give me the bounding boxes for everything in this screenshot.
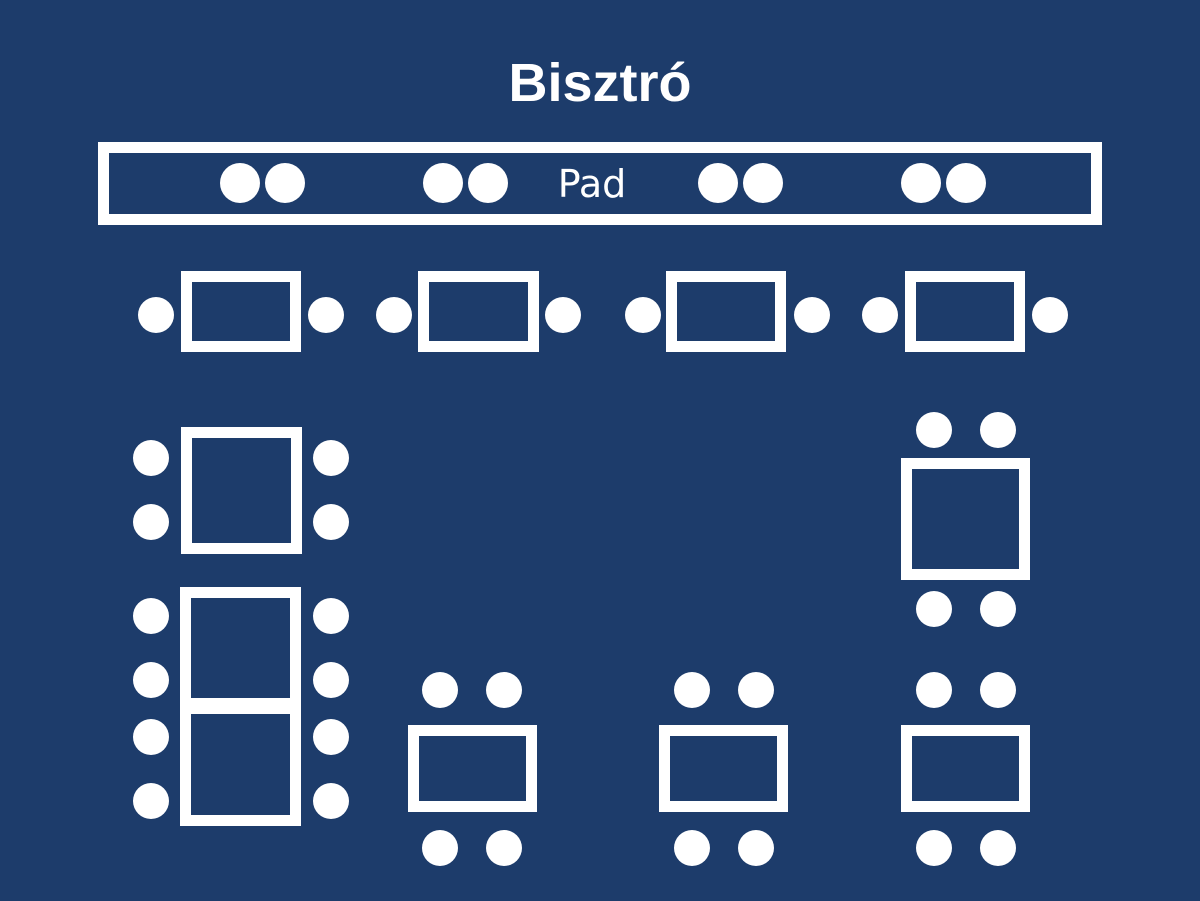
seat xyxy=(486,830,522,866)
table xyxy=(901,458,1030,580)
seat xyxy=(308,297,344,333)
table xyxy=(181,427,302,554)
seat xyxy=(313,598,349,634)
seat xyxy=(133,598,169,634)
seat xyxy=(133,662,169,698)
table xyxy=(659,725,788,812)
seat xyxy=(794,297,830,333)
seat xyxy=(313,504,349,540)
table xyxy=(181,271,301,352)
seat xyxy=(133,783,169,819)
table xyxy=(408,725,537,812)
seat xyxy=(138,297,174,333)
seat xyxy=(916,830,952,866)
table xyxy=(666,271,786,352)
seat xyxy=(738,672,774,708)
bench: Pad xyxy=(98,142,1102,225)
seat xyxy=(916,412,952,448)
seat xyxy=(133,440,169,476)
bench-label: Pad xyxy=(558,162,627,206)
seat xyxy=(980,672,1016,708)
table xyxy=(418,271,539,352)
seat xyxy=(674,830,710,866)
seat xyxy=(265,163,305,203)
seat xyxy=(1032,297,1068,333)
table xyxy=(905,271,1025,352)
table-row-bottom xyxy=(408,672,1030,866)
seat xyxy=(133,719,169,755)
seat xyxy=(625,297,661,333)
seat xyxy=(980,412,1016,448)
table-left-double xyxy=(133,587,349,826)
seat xyxy=(313,662,349,698)
seat xyxy=(422,672,458,708)
table-right-square xyxy=(901,412,1030,627)
seat xyxy=(313,783,349,819)
table-row-top xyxy=(138,271,1068,352)
seat xyxy=(486,672,522,708)
seat xyxy=(916,591,952,627)
seat xyxy=(468,163,508,203)
table xyxy=(901,725,1030,812)
bench-outline xyxy=(98,142,1102,225)
seat xyxy=(916,672,952,708)
seat xyxy=(901,163,941,203)
seat xyxy=(313,719,349,755)
seat xyxy=(698,163,738,203)
seat xyxy=(946,163,986,203)
seat xyxy=(423,163,463,203)
seat xyxy=(422,830,458,866)
seat xyxy=(376,297,412,333)
seat xyxy=(313,440,349,476)
seat xyxy=(220,163,260,203)
seat xyxy=(980,591,1016,627)
seat xyxy=(133,504,169,540)
table-left-four xyxy=(133,427,349,554)
seat xyxy=(674,672,710,708)
seat xyxy=(545,297,581,333)
seat xyxy=(980,830,1016,866)
seat xyxy=(862,297,898,333)
seat xyxy=(743,163,783,203)
floor-plan-title: Bisztró xyxy=(508,53,691,113)
seat xyxy=(738,830,774,866)
